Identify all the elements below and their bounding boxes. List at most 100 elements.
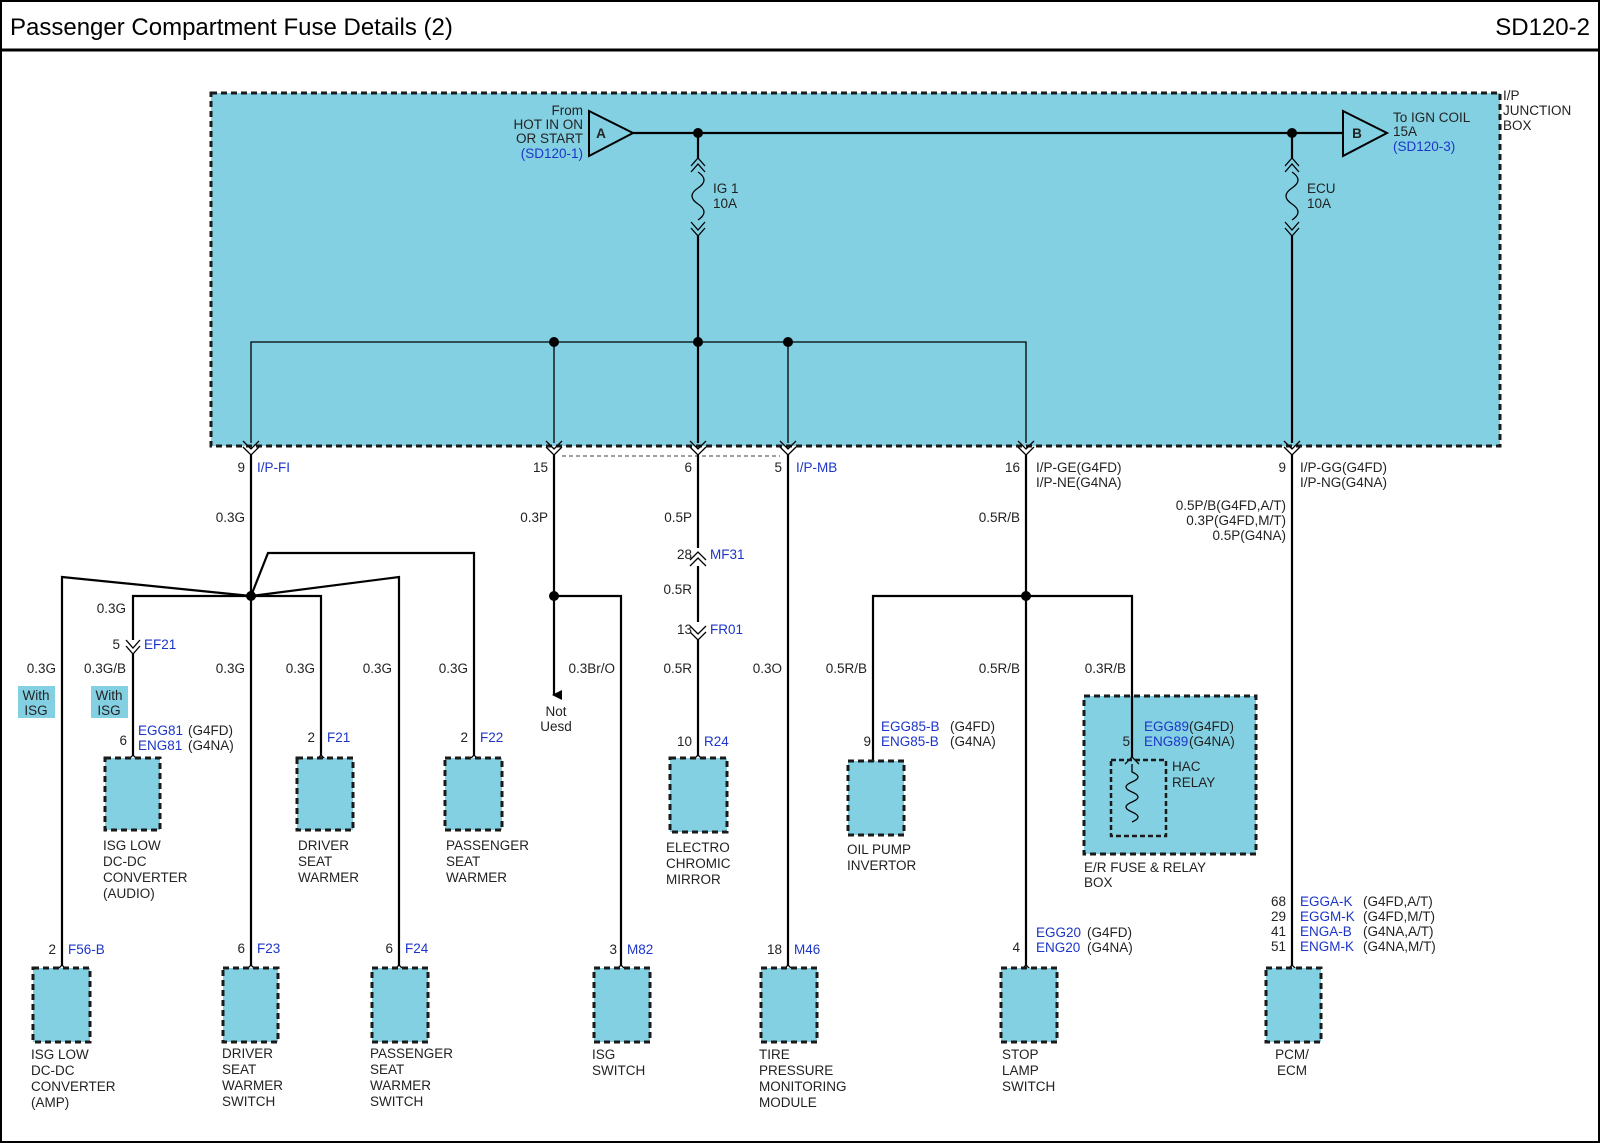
- label-text: BOX: [1503, 118, 1532, 133]
- label-text: 6: [237, 941, 245, 956]
- label-text: (SD120-1): [521, 146, 583, 161]
- junction-dot: [693, 337, 703, 347]
- label-text: FR01: [710, 622, 743, 637]
- wire-segment: [251, 594, 323, 755]
- input-connector-a: From HOT IN ON OR START (SD120-1) A: [513, 103, 636, 161]
- wire-segment: [689, 551, 707, 567]
- label-text: (G4FD,A/T): [1363, 894, 1433, 909]
- label-text: (G4FD): [188, 723, 233, 738]
- label-text: ISG LOW: [103, 838, 161, 853]
- label-text: (G4NA): [1087, 940, 1133, 955]
- label-text: EF21: [144, 637, 176, 652]
- label-text: I/P: [1503, 88, 1520, 103]
- with-isg-badge: With ISG: [18, 686, 55, 718]
- label-text: 51: [1271, 939, 1286, 954]
- label-text: SEAT: [446, 854, 480, 869]
- wire-segment: [554, 594, 623, 965]
- label-text: 9: [863, 734, 871, 749]
- label-text: ECU: [1307, 181, 1336, 196]
- component-box: [759, 966, 819, 1044]
- label-text: INVERTOR: [847, 858, 917, 873]
- wire-segment: [1124, 756, 1140, 765]
- label-text: EGG85-B: [881, 719, 940, 734]
- label-text: 9: [237, 460, 245, 475]
- label-text: EGGA-K: [1300, 894, 1353, 909]
- label-text: DC-DC: [31, 1063, 75, 1078]
- isg-switch: 3 M82 ISG SWITCH: [592, 942, 653, 1078]
- label-text: BOX: [1084, 875, 1113, 890]
- label-text: Uesd: [540, 719, 572, 734]
- label-text: ELECTRO: [666, 840, 730, 855]
- component-box: [103, 756, 162, 832]
- label-text: 0.3G: [363, 661, 392, 676]
- component-box: [295, 756, 355, 832]
- label-text: PRESSURE: [759, 1063, 833, 1078]
- with-isg-badge: With ISG: [91, 686, 128, 718]
- label-text: F22: [480, 730, 503, 745]
- component-box: [31, 966, 92, 1044]
- wire-segment: [18, 686, 55, 718]
- label-text: 0.5R/B: [979, 661, 1020, 676]
- wire-segment: [689, 625, 707, 641]
- label-text: DC-DC: [103, 854, 147, 869]
- label-text: ISG: [24, 703, 47, 718]
- isg-low-dcdc-converter-audio: EGG81 (G4FD) 6 ENG81 (G4NA) ISG LOW DC-D…: [103, 723, 234, 901]
- label-text: 29: [1271, 909, 1286, 924]
- label-text: 28: [677, 547, 692, 562]
- label-text: MODULE: [759, 1095, 817, 1110]
- label-text: 10: [677, 734, 692, 749]
- junction-dot: [549, 337, 559, 347]
- output-connector-b: B To IGN COIL 15A (SD120-3): [1342, 109, 1471, 158]
- label-text: 2: [307, 730, 315, 745]
- label-text: 4: [1012, 940, 1020, 955]
- component-box: [370, 966, 430, 1044]
- label-text: R24: [704, 734, 729, 749]
- label-text: (AUDIO): [103, 886, 155, 901]
- label-text: 6: [684, 460, 692, 475]
- label-text: IG 1: [713, 181, 739, 196]
- label-text: 16: [1005, 460, 1020, 475]
- label-text: 0.3G/B: [84, 661, 126, 676]
- label-text: ISG: [97, 703, 120, 718]
- relay-coil-icon: [1125, 764, 1139, 823]
- label-text: ENGM-K: [1300, 939, 1354, 954]
- label-text: 0.3P: [520, 510, 548, 525]
- label-text: 0.3G: [216, 661, 245, 676]
- label-text: 0.3P(G4FD,M/T): [1186, 513, 1286, 528]
- label-text: ENG81: [138, 738, 182, 753]
- label-text: 0.3R/B: [1085, 661, 1126, 676]
- component-box: [846, 759, 906, 837]
- label-text: DRIVER: [298, 838, 349, 853]
- wire-segment: [690, 157, 706, 173]
- component-box: [1082, 694, 1258, 856]
- component-box: [1264, 966, 1323, 1044]
- wire-segment: [249, 551, 476, 755]
- label-text: CONVERTER: [31, 1079, 116, 1094]
- label-text: 5: [774, 460, 782, 475]
- label-text: (G4NA,A/T): [1363, 924, 1434, 939]
- label-text: E/R FUSE & RELAY: [1084, 860, 1206, 875]
- component-box: [999, 966, 1059, 1044]
- label-text: With: [96, 688, 123, 703]
- label-text: SEAT: [222, 1062, 256, 1077]
- label-text: EGG81: [138, 723, 183, 738]
- label-text: 0.3G: [286, 661, 315, 676]
- fuse-ig1-icon: [691, 171, 705, 221]
- passenger-seat-warmer: 2 F22 PASSENGER SEAT WARMER: [443, 730, 529, 885]
- fuse-ecu: ECU 10A: [1284, 133, 1336, 237]
- label-text: 0.3G: [27, 661, 56, 676]
- label-text: 0.5R: [663, 582, 692, 597]
- label-text: SWITCH: [370, 1094, 423, 1109]
- pcm-ecm: 68 EGGA-K (G4FD,A/T) 29 EGGM-K (G4FD,M/T…: [1264, 894, 1436, 1078]
- label-text: 0.5P: [664, 510, 692, 525]
- label-text: RELAY: [1172, 775, 1215, 790]
- label-text: SEAT: [298, 854, 332, 869]
- label-text: CONVERTER: [103, 870, 188, 885]
- label-text: 15A: [1393, 124, 1417, 139]
- label-text: ENG20: [1036, 940, 1080, 955]
- oil-pump-invertor: EGG85-B (G4FD) 9 ENG85-B (G4NA) OIL PUMP…: [846, 719, 996, 873]
- label-text: 5: [1122, 734, 1130, 749]
